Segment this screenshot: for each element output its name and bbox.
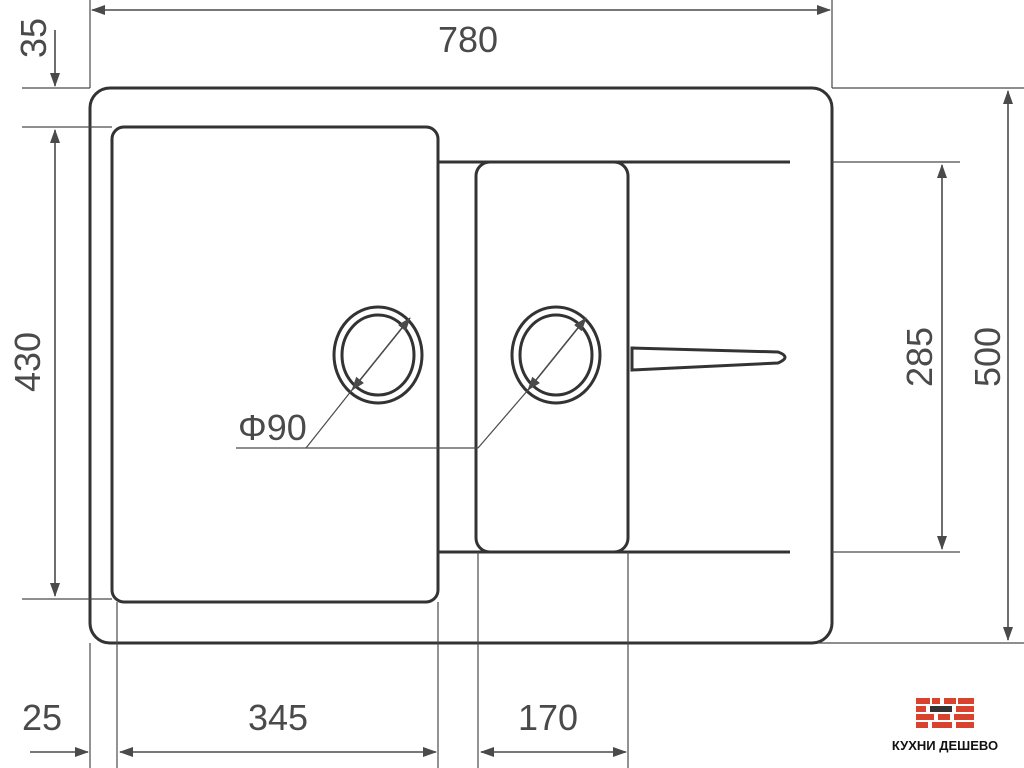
- label-overall-width: 780: [438, 19, 498, 60]
- label-overall-depth: 500: [967, 327, 1008, 387]
- small-bowl-drain: [510, 305, 602, 405]
- main-bowl-drain: [332, 305, 424, 405]
- label-drainer-depth: 285: [899, 327, 940, 387]
- small-bowl: [474, 160, 630, 554]
- phi-leader-small: [477, 389, 529, 449]
- phi-leader-main: [305, 389, 353, 449]
- label-bowl-depth: 430: [7, 332, 48, 392]
- main-drain-diameter-arrow: [351, 317, 411, 391]
- brick-icon: [916, 698, 974, 728]
- brand-logo: КУХНИ ДЕШЕВО: [892, 698, 998, 753]
- small-drain-diameter-arrow: [527, 317, 587, 391]
- label-drain-diameter: Φ90: [238, 407, 307, 448]
- overflow-slot: [630, 346, 787, 372]
- label-top-offset: 35: [13, 18, 54, 58]
- logo-text: КУХНИ ДЕШЕВО: [892, 738, 998, 753]
- label-small-bowl-width: 170: [518, 697, 578, 738]
- main-bowl: [110, 125, 440, 604]
- label-edge-offset: 25: [22, 697, 62, 738]
- label-main-bowl-width: 345: [248, 697, 308, 738]
- sink-outline: [88, 86, 834, 645]
